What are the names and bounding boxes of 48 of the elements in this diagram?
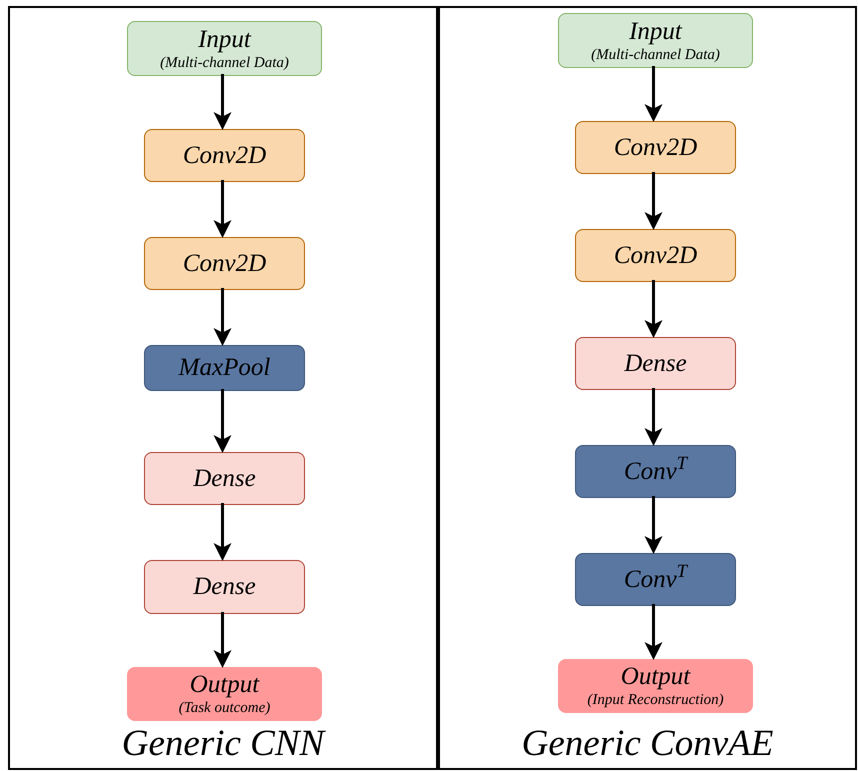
- box-title: MaxPool: [178, 354, 270, 382]
- dense-layer-box: [144, 560, 305, 614]
- input-box: [127, 21, 322, 76]
- arrow: [214, 74, 232, 130]
- arrow: [214, 503, 232, 561]
- output-box: [558, 659, 753, 713]
- dense-layer-box: [575, 337, 736, 390]
- box-subtitle: (Input Reconstruction): [587, 691, 724, 709]
- box-title: Conv2D: [614, 134, 698, 162]
- box-title: Input: [198, 26, 251, 54]
- arrow: [644, 388, 662, 446]
- input-box: [558, 13, 753, 68]
- arrow: [644, 604, 662, 660]
- layer-box: [144, 345, 305, 391]
- box-title: Conv$^{T}$: [624, 458, 688, 486]
- box-title: Conv$^{T}$: [624, 566, 688, 594]
- box-subtitle: (Multi-channel Data): [591, 46, 720, 64]
- conv-layer-box: [575, 121, 736, 174]
- output-box: [127, 667, 322, 721]
- box-title: Conv2D: [182, 250, 266, 278]
- panel: [438, 6, 857, 770]
- panel: [8, 6, 438, 770]
- arrow: [644, 172, 662, 230]
- arrow: [644, 280, 662, 338]
- box-title: Output: [190, 671, 260, 699]
- box-subtitle: (Multi-channel Data): [160, 54, 289, 72]
- box-title: Conv2D: [614, 242, 698, 270]
- box-title: Dense: [624, 350, 687, 378]
- box-title: Dense: [193, 573, 256, 601]
- panel-caption: Generic ConvAE: [522, 722, 774, 766]
- panel-caption: Generic CNN: [122, 722, 324, 766]
- box-title: Input: [629, 18, 682, 46]
- arrow: [214, 612, 232, 668]
- box-subtitle: (Task outcome): [178, 699, 270, 717]
- arrow: [644, 66, 662, 122]
- arrow: [214, 180, 232, 238]
- conv-layer-box: [144, 129, 305, 182]
- box-title: Output: [620, 663, 690, 691]
- layer-box: [575, 445, 736, 498]
- box-title: Dense: [193, 464, 256, 492]
- conv-layer-box: [144, 237, 305, 290]
- box-title: Conv2D: [182, 142, 266, 170]
- conv-layer-box: [575, 229, 736, 282]
- dense-layer-box: [144, 452, 305, 505]
- arrow: [644, 496, 662, 554]
- arrow: [214, 389, 232, 453]
- layer-box: [575, 553, 736, 606]
- arrow: [214, 288, 232, 346]
